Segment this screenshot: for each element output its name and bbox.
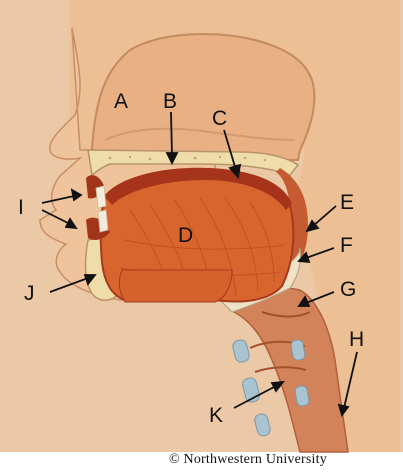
- tongue-lower-muscle: [119, 270, 232, 302]
- label-C: C: [212, 107, 227, 130]
- label-A: A: [114, 90, 128, 113]
- label-B: B: [163, 90, 177, 113]
- pointer-B: [171, 112, 172, 156]
- lower-tooth: [98, 210, 108, 232]
- label-D: D: [178, 224, 193, 247]
- label-G: G: [340, 278, 356, 301]
- label-J: J: [24, 282, 35, 305]
- upper-tooth: [96, 186, 106, 208]
- label-I: I: [18, 196, 24, 219]
- label-F: F: [340, 234, 353, 257]
- label-K: K: [209, 404, 223, 427]
- label-E: E: [340, 191, 354, 214]
- label-H: H: [349, 328, 364, 351]
- copyright-credit: © Northwestern University: [169, 452, 327, 468]
